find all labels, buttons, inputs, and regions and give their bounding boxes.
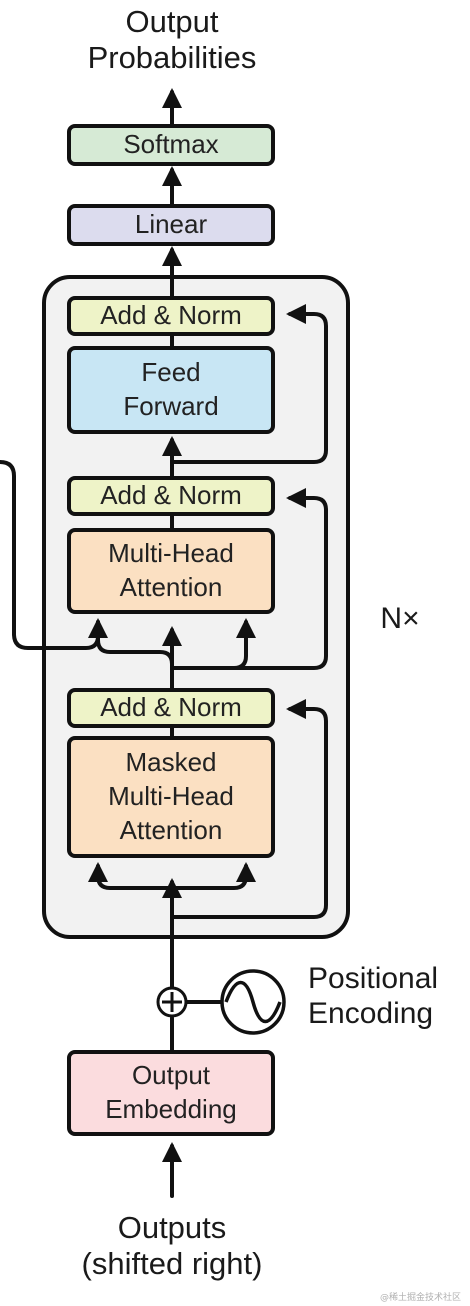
output-probabilities-label: Output Probabilities [87, 4, 257, 75]
multi-head-attention-box: Multi-Head Attention [67, 528, 275, 614]
arrow-residual-ffn [170, 304, 328, 464]
linear-box: Linear [67, 204, 275, 246]
add-norm-top-box: Add & Norm [67, 296, 275, 336]
softmax-box: Softmax [67, 124, 275, 166]
arrow-masked-branch-left [88, 862, 174, 890]
watermark-text: @稀土掘金技术社区 [380, 1293, 462, 1303]
arrow-residual-masked [170, 699, 328, 919]
outputs-label: Outputs (shifted right) [81, 1210, 263, 1281]
feed-forward-box: Feed Forward [67, 346, 275, 434]
sine-wave-icon [220, 969, 286, 1035]
masked-multi-head-attention-box: Masked Multi-Head Attention [67, 736, 275, 858]
arrow-residual-attention [170, 488, 328, 670]
positional-encoding-label: Positional Encoding [308, 962, 439, 1030]
arrow-encoder-input [0, 460, 100, 650]
arrow-masked-branch-right [170, 862, 256, 890]
add-norm-middle-box: Add & Norm [67, 476, 275, 516]
nx-label: N× [380, 602, 420, 635]
output-embedding-box: Output Embedding [67, 1050, 275, 1136]
plus-icon [156, 986, 188, 1018]
add-norm-bottom-box: Add & Norm [67, 688, 275, 728]
